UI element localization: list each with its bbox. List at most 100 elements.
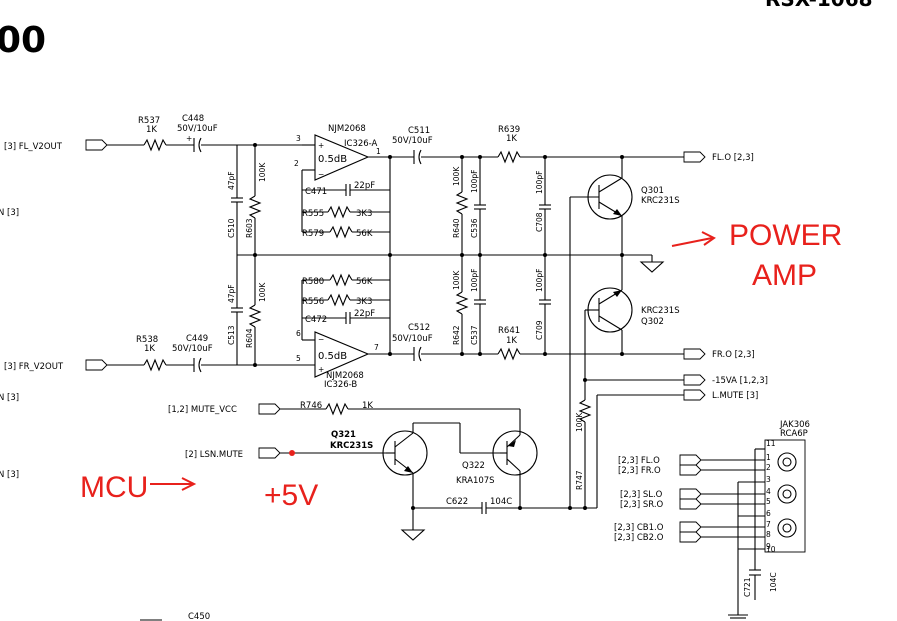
svg-text:22pF: 22pF — [354, 309, 375, 319]
svg-text:R579: R579 — [302, 229, 324, 239]
svg-text:56K: 56K — [356, 277, 373, 287]
transistor-q322: Q322 KRA107S — [456, 430, 538, 486]
svg-text:50V/10uF: 50V/10uF — [392, 334, 433, 344]
capacitor-c512: C512 50V/10uF — [392, 323, 433, 362]
svg-text:[2,3] FR.O: [2,3] FR.O — [618, 466, 661, 476]
svg-text:L.MUTE [3]: L.MUTE [3] — [712, 391, 758, 401]
svg-text:Q322: Q322 — [462, 461, 485, 471]
jack-input-cb2: [2,3] CB2.O — [614, 531, 765, 543]
mute-vcc-connector: [1,2] MUTE_VCC — [168, 403, 281, 415]
capacitor-c472: C472 22pF — [302, 309, 390, 325]
svg-text:FR.O [2,3]: FR.O [2,3] — [712, 350, 755, 360]
power-amp-annotation: POWER AMP — [671, 219, 842, 292]
jack-pin-4: 4 — [766, 487, 771, 496]
jack-input-cb1: [2,3] CB1.O — [614, 521, 765, 533]
capacitor-c721: C721 104C — [743, 569, 778, 600]
pin-2: 2 — [294, 159, 299, 168]
svg-text:[3] FR_V2OUT: [3] FR_V2OUT — [4, 362, 64, 372]
svg-text:MCU: MCU — [80, 471, 148, 504]
svg-text:1K: 1K — [506, 336, 517, 346]
svg-text:Q302: Q302 — [641, 317, 664, 327]
svg-text:KRC231S: KRC231S — [330, 441, 373, 451]
jack-pin-7: 7 — [766, 520, 771, 529]
resistor-r747: 100K R747 — [575, 380, 592, 508]
resistor-r538: R538 1K — [136, 335, 167, 372]
capacitor-c471: C471 22pF — [302, 181, 390, 197]
capacitor-c511: C511 50V/10uF — [392, 126, 433, 165]
resistor-r604: 100K R604 — [245, 255, 267, 365]
resistor-r642: 100K R642 — [452, 255, 469, 354]
svg-text:100K: 100K — [258, 282, 267, 302]
svg-text:1K: 1K — [146, 125, 157, 135]
l-mute-connector: L.MUTE [3] — [683, 389, 758, 401]
svg-text:C471: C471 — [305, 187, 327, 197]
resistor-r579: R579 56K — [302, 225, 390, 239]
transistor-q302: KRC231S Q302 — [585, 255, 680, 353]
resistor-r555: R555 3K3 — [302, 205, 390, 219]
neg15va-connector: -15VA [1,2,3] — [683, 374, 768, 386]
svg-text:POWER: POWER — [729, 219, 842, 252]
left-label-n3-c: N [3] — [0, 470, 19, 480]
svg-text:[2,3] CB2.O: [2,3] CB2.O — [614, 533, 664, 543]
svg-text:[2,3] SR.O: [2,3] SR.O — [620, 500, 664, 510]
svg-text:C537: C537 — [470, 325, 479, 345]
svg-text:R604: R604 — [245, 328, 254, 348]
svg-text:[2] LSN.MUTE: [2] LSN.MUTE — [185, 450, 243, 460]
svg-text:C709: C709 — [535, 320, 544, 340]
svg-text:FL.O [2,3]: FL.O [2,3] — [712, 153, 754, 163]
capacitor-c622: C622 104C — [413, 497, 597, 514]
transistor-q321: Q321 KRC231S — [330, 430, 428, 476]
resistor-r537: R537 1K — [138, 116, 167, 152]
svg-text:1K: 1K — [506, 134, 517, 144]
svg-text:+: + — [318, 365, 324, 374]
svg-text:100K: 100K — [452, 166, 461, 186]
svg-text:R537: R537 — [138, 116, 160, 126]
mcu-annotation: MCU — [80, 471, 197, 504]
svg-text:NJM2068: NJM2068 — [326, 371, 364, 381]
capacitor-c513: 47pF C513 — [227, 255, 243, 365]
svg-text:+5V: +5V — [264, 479, 318, 512]
capacitor-c510: 47pF C510 — [227, 145, 243, 255]
capacitor-c708: 100pF C708 — [535, 157, 551, 255]
svg-text:C449: C449 — [186, 334, 208, 344]
svg-text:1K: 1K — [362, 401, 373, 411]
svg-text:[2,3] SL.O: [2,3] SL.O — [620, 490, 663, 500]
svg-text:R538: R538 — [136, 335, 158, 345]
svg-text:Q301: Q301 — [641, 186, 664, 196]
svg-text:R642: R642 — [452, 325, 461, 345]
svg-text:C536: C536 — [470, 218, 479, 238]
svg-text:IC326-A: IC326-A — [344, 139, 378, 149]
svg-text:0.5dB: 0.5dB — [318, 351, 347, 362]
plus5v-annotation: +5V — [264, 479, 318, 512]
header-model-fragment: RSX-1068 — [765, 0, 873, 11]
jack-pin-9: 9 — [766, 542, 771, 551]
header-title-fragment: 00 — [0, 20, 46, 61]
pin-1: 1 — [376, 147, 381, 156]
svg-text:IC326-B: IC326-B — [324, 380, 357, 390]
svg-text:KRC231S: KRC231S — [641, 306, 680, 316]
svg-text:+: + — [186, 134, 192, 143]
svg-text:50V/10uF: 50V/10uF — [392, 136, 433, 146]
resistor-r580: R580 56K — [302, 273, 390, 287]
svg-text:100pF: 100pF — [470, 269, 479, 292]
svg-text:1K: 1K — [144, 344, 155, 354]
svg-text:100pF: 100pF — [535, 171, 544, 194]
svg-text:C513: C513 — [227, 325, 236, 345]
svg-text:−: − — [318, 335, 324, 344]
jack-input-sr: [2,3] SR.O — [620, 498, 765, 510]
jack-pin-5: 5 — [766, 497, 771, 506]
jack-input-fl: [2,3] FL.O — [618, 454, 765, 466]
svg-text:R639: R639 — [498, 125, 520, 135]
svg-text:100K: 100K — [258, 162, 267, 182]
ground-symbol — [639, 255, 665, 273]
resistor-r603: 100K R603 — [245, 145, 267, 255]
svg-text:-15VA [1,2,3]: -15VA [1,2,3] — [712, 376, 768, 386]
resistor-r641: R641 1K — [497, 326, 521, 361]
svg-text:NJM2068: NJM2068 — [328, 124, 366, 134]
lsn-mute-connector: [2] LSN.MUTE — [185, 447, 281, 460]
svg-text:R603: R603 — [245, 218, 254, 238]
svg-text:C448: C448 — [182, 114, 204, 124]
svg-text:3K3: 3K3 — [356, 297, 372, 307]
ground-symbol-q321 — [400, 529, 426, 541]
